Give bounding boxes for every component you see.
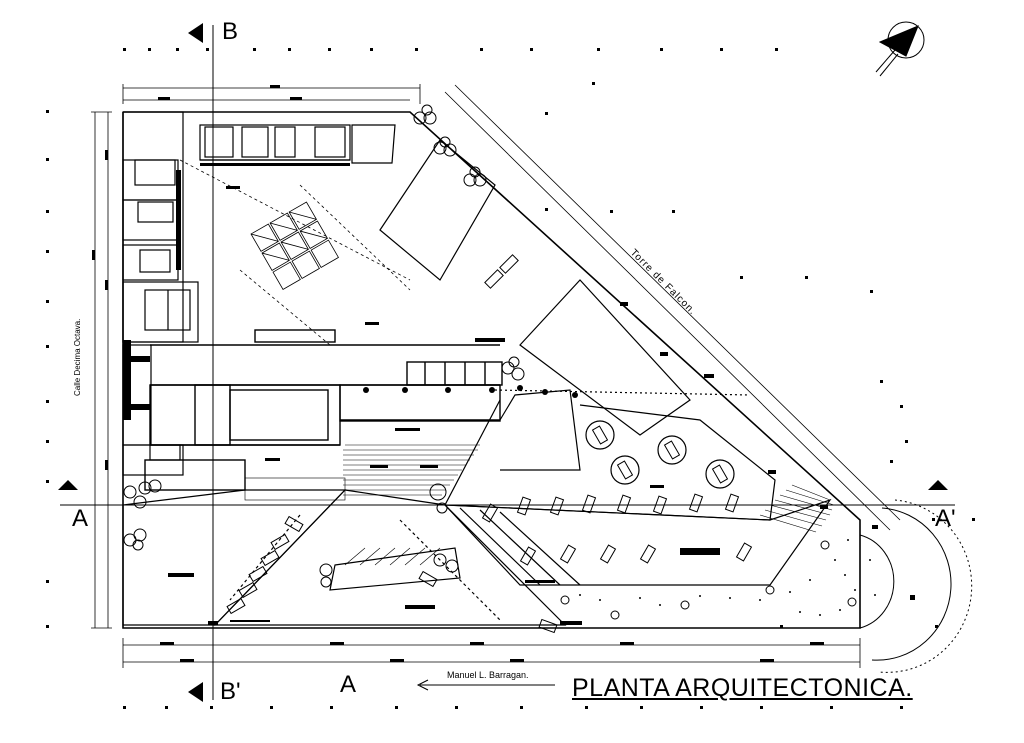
section-a-label-right: A' bbox=[935, 505, 956, 532]
lower-parking bbox=[122, 489, 567, 626]
street-left-label: Calle Decima Octava. bbox=[73, 318, 82, 396]
top-services bbox=[199, 124, 396, 164]
diagonal-wing bbox=[379, 139, 691, 471]
left-arrow-icon bbox=[416, 679, 555, 691]
main-building bbox=[144, 329, 503, 491]
service-block bbox=[122, 111, 199, 476]
section-lines bbox=[60, 25, 955, 700]
dimension-lines bbox=[91, 84, 901, 668]
parked-cars bbox=[226, 254, 753, 634]
parking-hatch bbox=[344, 547, 441, 566]
upper-parking bbox=[179, 159, 411, 346]
dimension-dots bbox=[46, 48, 975, 709]
lower-band bbox=[443, 498, 832, 586]
north-arrow-icon bbox=[875, 21, 925, 77]
street-bottom-label: Manuel L. Barragan. bbox=[447, 670, 529, 680]
service-fills bbox=[123, 170, 181, 420]
car-bar bbox=[680, 548, 720, 555]
trees bbox=[123, 104, 857, 620]
drawing-title: PLANTA ARQUITECTONICA. bbox=[572, 674, 913, 702]
top-services-fill bbox=[200, 163, 350, 189]
stairs-central bbox=[244, 444, 480, 501]
dimension-ticks bbox=[92, 85, 824, 662]
central-plaza bbox=[444, 389, 776, 521]
section-a-label-left: A bbox=[72, 505, 89, 532]
room-tags bbox=[168, 186, 915, 625]
section-b-label-bottom: B' bbox=[220, 678, 241, 705]
section-a-label-bottom: A bbox=[340, 671, 357, 698]
section-arrow-icon bbox=[58, 23, 948, 702]
curved-ramp bbox=[859, 499, 973, 673]
tree-dots bbox=[363, 385, 578, 398]
vegetation-speckle bbox=[579, 539, 876, 616]
section-b-label-top: B bbox=[222, 18, 239, 45]
